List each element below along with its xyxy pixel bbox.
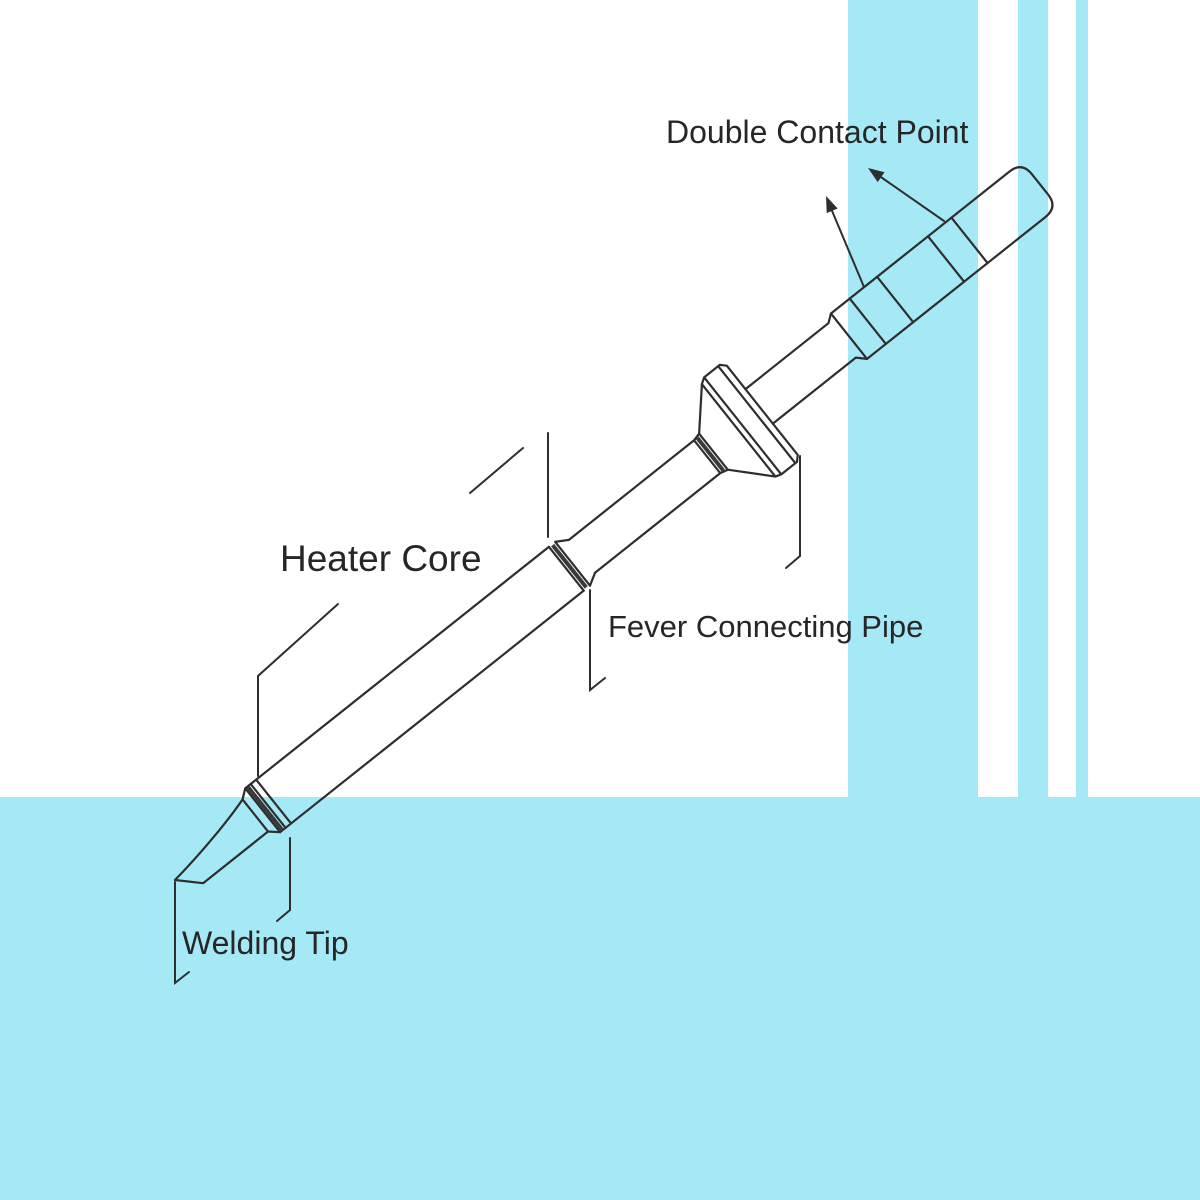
welding-tip-outline	[173, 798, 270, 885]
fever-pipe-bracket-right	[785, 455, 801, 569]
heater-core-bracket-upper-diagonal	[469, 447, 524, 494]
label-heater-core: Heater Core	[280, 538, 482, 579]
contact-ring-2	[876, 275, 915, 324]
contact-arrow-1-head	[826, 196, 838, 214]
blue-stripe-medium	[1018, 0, 1048, 800]
pipe-neck-ring-band	[695, 436, 725, 472]
contact-ring-1	[848, 297, 887, 346]
blue-stripe-thin	[1076, 0, 1088, 800]
leader-lines	[174, 174, 945, 986]
contact-ring-4	[950, 216, 989, 265]
contact-arrow-2-shaft	[877, 174, 945, 222]
heater-core-bracket-lower	[257, 603, 339, 777]
contact-arrow-2-head	[868, 168, 885, 183]
contact-ring-3	[926, 235, 966, 283]
label-double-contact-point: Double Contact Point	[666, 114, 969, 150]
contact-arrow-1-shaft	[829, 205, 865, 288]
contact-section	[829, 166, 1054, 361]
label-fever-connecting-pipe: Fever Connecting Pipe	[608, 609, 923, 644]
tip-collar	[241, 778, 293, 834]
welding-tip-bracket-left	[174, 881, 190, 986]
heater-core-shoulder	[547, 538, 597, 592]
heater-core-shoulder-ring	[551, 543, 588, 589]
soldering-tip-drawing	[173, 166, 1054, 885]
tip-collar-ring	[246, 786, 284, 831]
fever-connecting-pipe	[567, 439, 722, 574]
welding-tip-bracket-right	[276, 837, 291, 922]
pipe-neck-rings	[693, 432, 729, 475]
flange-rim	[700, 363, 799, 478]
arrowheads	[826, 168, 885, 214]
heater-core-body	[244, 545, 585, 834]
flange-cone	[698, 383, 777, 478]
rear-shaft	[744, 312, 869, 425]
blue-bottom-band	[0, 797, 1200, 1200]
label-welding-tip: Welding Tip	[182, 925, 349, 961]
fever-pipe-bracket-left	[589, 589, 606, 693]
blue-stripe-wide	[848, 0, 978, 800]
